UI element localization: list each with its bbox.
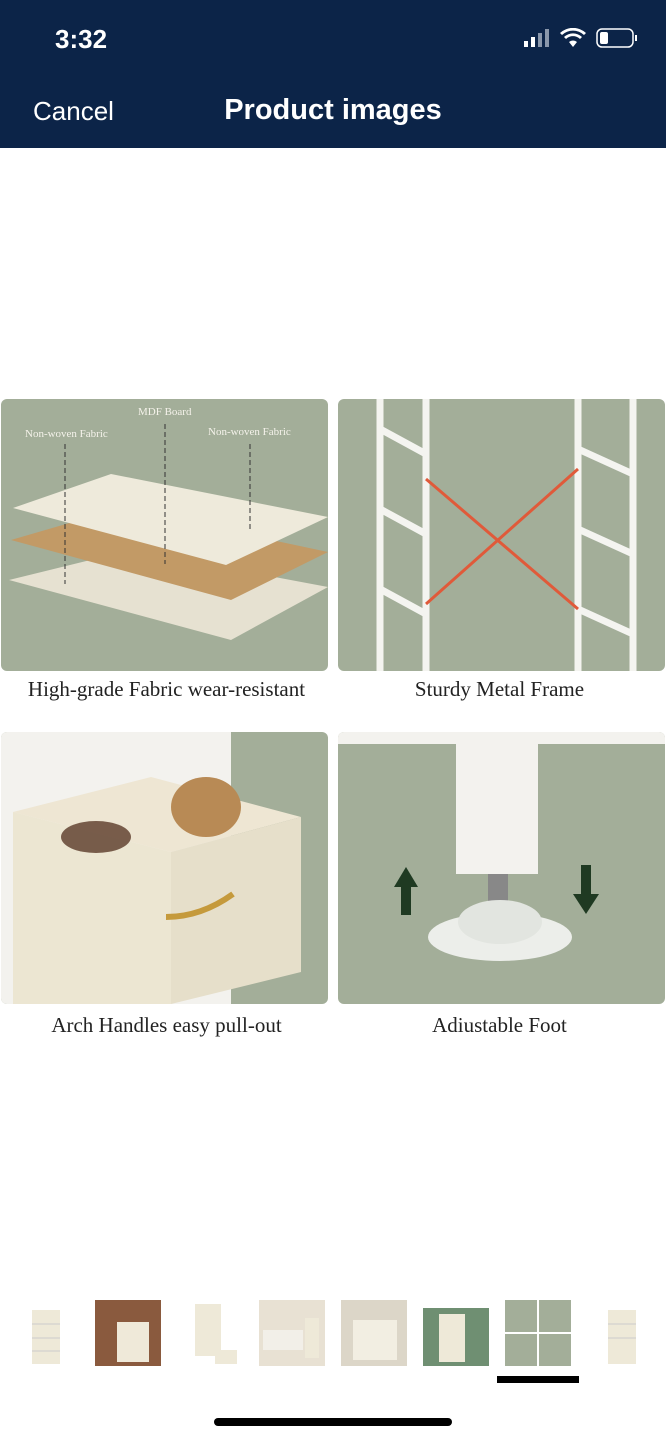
thumbnail-8[interactable] [590,1300,656,1366]
product-image-frame[interactable] [338,399,665,671]
caption-fabric: High-grade Fabric wear-resistant [27,677,306,701]
thumbnail-4[interactable] [259,1300,325,1366]
thumbnail-2[interactable] [95,1300,161,1366]
fabric-layers-illustration [9,424,328,640]
caption-frame: Sturdy Metal Frame [414,677,585,701]
thumbnail-6[interactable] [423,1300,489,1366]
thumbnail-strip [0,1300,666,1370]
caption-handles: Arch Handles easy pull-out [51,1013,282,1037]
selected-thumbnail-indicator [497,1376,579,1383]
status-time: 3:32 [55,24,108,54]
label-non-woven-right: Non-woven Fabric [208,426,291,438]
signal-icon [524,29,549,47]
page-title: Product images [224,94,442,126]
thumbnail-3[interactable] [177,1300,243,1366]
cancel-button[interactable]: Cancel [33,96,114,126]
product-image-handles[interactable] [1,732,328,1004]
caption-foot: Adiustable Foot [432,1013,567,1037]
home-indicator[interactable] [214,1418,452,1426]
wifi-icon [560,28,586,47]
thumbnail-1[interactable] [14,1300,80,1366]
drawer-illustration [1,732,301,1004]
product-image-fabric[interactable]: Non-woven Fabric MDF Board Non-woven Fab… [1,399,328,671]
battery-icon [596,28,637,48]
metal-frame-illustration [376,399,637,671]
arrow-down-icon [573,865,599,914]
thumbnail-7-selected[interactable] [505,1300,571,1366]
arrow-up-icon [394,867,418,915]
adjustable-foot-illustration [338,732,665,961]
status-icons [524,28,638,48]
label-non-woven-left: Non-woven Fabric [25,428,108,440]
label-mdf-board: MDF Board [138,406,192,418]
product-image-foot[interactable] [338,732,665,1004]
thumbnail-5[interactable] [341,1300,407,1366]
nav-header: 3:32 Cancel Product images [0,0,666,148]
